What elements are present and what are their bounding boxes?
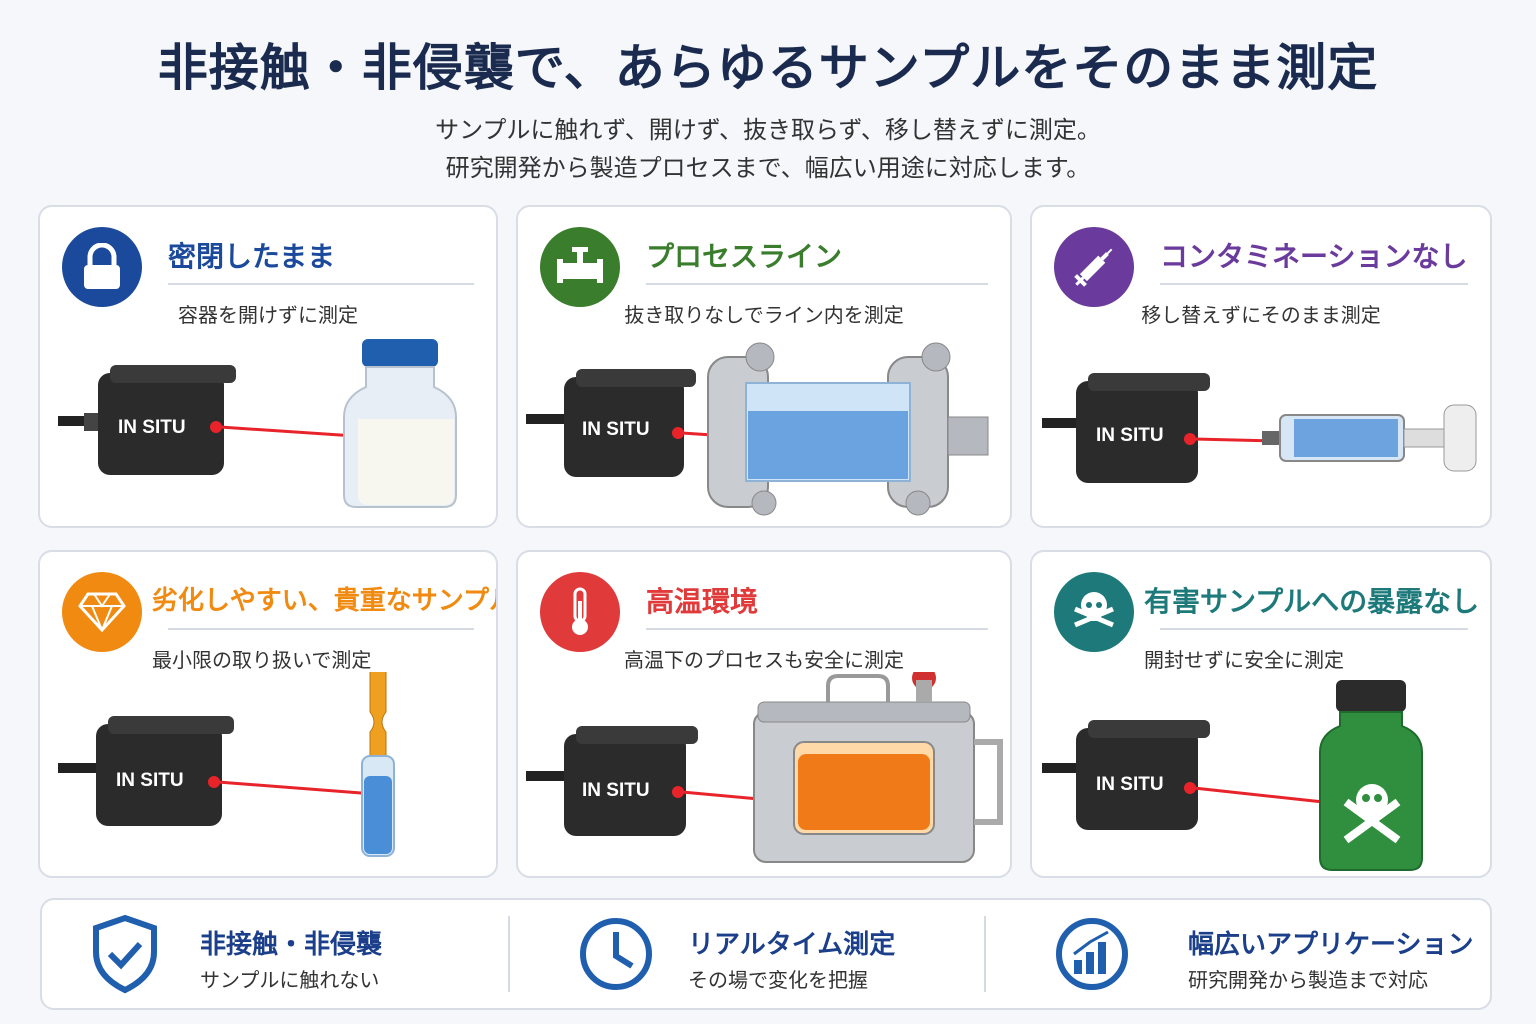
skull-icon xyxy=(1054,572,1134,652)
card-title: 劣化しやすい、貴重なサンプル xyxy=(152,586,498,616)
svg-text:IN SITU: IN SITU xyxy=(582,780,650,801)
device-poison-bottle-scene: IN SITU xyxy=(1042,680,1423,871)
device-reactor-scene: IN SITU xyxy=(526,672,1003,863)
card-divider xyxy=(646,283,988,285)
diamond-icon xyxy=(62,572,142,652)
card-description: 容器を開けずに測定 xyxy=(178,303,358,327)
feature-realtime: リアルタイム測定 その場で変化を把握 xyxy=(528,900,998,1008)
device-pipe-scene: IN SITU xyxy=(526,342,989,516)
card-hazardous: 有害サンプルへの暴露なし 開封せずに安全に測定 IN SITU xyxy=(1030,550,1492,878)
pipe-section xyxy=(707,342,989,516)
features-bar: 非接触・非侵襲 サンプルに触れない リアルタイム測定 その場で変化を把握 幅広い… xyxy=(40,898,1492,1010)
card-divider xyxy=(1160,283,1468,285)
card-description: 抜き取りなしでライン内を測定 xyxy=(624,303,904,327)
insitu-device: IN SITU xyxy=(564,726,698,836)
laser-beam xyxy=(217,780,375,796)
feature-description: サンプルに触れない xyxy=(200,968,380,992)
card-process-line: プロセスライン 抜き取りなしでライン内を測定 IN SITU xyxy=(516,205,1012,528)
shield-check-icon xyxy=(93,914,157,994)
insitu-device: IN SITU xyxy=(564,369,696,477)
bar-chart-icon xyxy=(1056,918,1128,990)
insitu-device: IN SITU xyxy=(96,716,234,826)
vial xyxy=(343,339,457,508)
ampoule xyxy=(361,672,395,857)
feature-description: その場で変化を把握 xyxy=(688,968,868,992)
card-title: 密閉したまま xyxy=(168,240,336,273)
insitu-device: IN SITU xyxy=(1076,720,1210,830)
page-title: 非接触・非侵襲で、あらゆるサンプルをそのまま測定 xyxy=(157,39,1379,97)
lock-icon xyxy=(62,227,142,307)
feature-title: 幅広いアプリケーション xyxy=(1188,930,1474,960)
clock-icon xyxy=(580,918,652,990)
insitu-device: IN SITU xyxy=(1076,373,1210,483)
device-syringe-scene: IN SITU xyxy=(1042,373,1477,483)
card-title: 高温環境 xyxy=(646,585,759,618)
card-description: 最小限の取り扱いで測定 xyxy=(152,648,372,672)
feature-applications: 幅広いアプリケーション 研究開発から製造まで対応 xyxy=(1004,900,1474,1008)
insitu-device: IN SITU xyxy=(98,365,236,475)
card-title: コンタミネーションなし xyxy=(1160,240,1468,273)
card-high-temperature: 高温環境 高温下のプロセスも安全に測定 IN SITU xyxy=(516,550,1012,878)
reactor xyxy=(753,672,1003,863)
feature-non-contact: 非接触・非侵襲 サンプルに触れない xyxy=(42,900,512,1008)
syringe-icon xyxy=(1054,227,1134,307)
feature-description: 研究開発から製造まで対応 xyxy=(1188,968,1428,992)
svg-text:IN SITU: IN SITU xyxy=(116,770,184,791)
device-ampoule-scene: IN SITU xyxy=(58,672,395,857)
card-no-contamination: コンタミネーションなし 移し替えずにそのまま測定 IN SITU xyxy=(1030,205,1492,528)
feature-separator xyxy=(984,916,986,992)
subtitle-line-1: サンプルに触れず、開けず、抜き取らず、移し替えずに測定。 xyxy=(435,116,1101,144)
syringe xyxy=(1262,404,1477,472)
subtitle-line-2: 研究開発から製造プロセスまで、幅広い用途に対応します。 xyxy=(445,154,1091,182)
feature-separator xyxy=(508,916,510,992)
thermometer-icon xyxy=(540,572,620,652)
device-label: IN SITU xyxy=(118,417,186,438)
poison-bottle xyxy=(1319,680,1423,871)
card-description: 開封せずに安全に測定 xyxy=(1144,648,1344,672)
device-vial-scene: IN SITU xyxy=(58,339,457,508)
card-title: プロセスライン xyxy=(646,240,843,273)
svg-text:IN SITU: IN SITU xyxy=(1096,774,1164,795)
laser-beam xyxy=(1193,786,1343,806)
card-precious-samples: 劣化しやすい、貴重なサンプル 最小限の取り扱いで測定 IN SITU xyxy=(38,550,498,878)
svg-text:IN SITU: IN SITU xyxy=(582,419,650,440)
card-description: 移し替えずにそのまま測定 xyxy=(1141,303,1381,327)
svg-text:IN SITU: IN SITU xyxy=(1096,425,1164,446)
feature-title: リアルタイム測定 xyxy=(688,930,896,960)
feature-title: 非接触・非侵襲 xyxy=(200,930,383,960)
card-divider xyxy=(168,628,474,630)
card-description: 高温下のプロセスも安全に測定 xyxy=(624,648,904,672)
card-sealed: 密閉したまま 容器を開けずに測定 IN SITU xyxy=(38,205,498,528)
card-divider xyxy=(1160,628,1468,630)
card-divider xyxy=(168,283,474,285)
card-divider xyxy=(646,628,988,630)
card-title: 有害サンプルへの暴露なし xyxy=(1144,585,1480,618)
valve-icon xyxy=(540,227,620,307)
